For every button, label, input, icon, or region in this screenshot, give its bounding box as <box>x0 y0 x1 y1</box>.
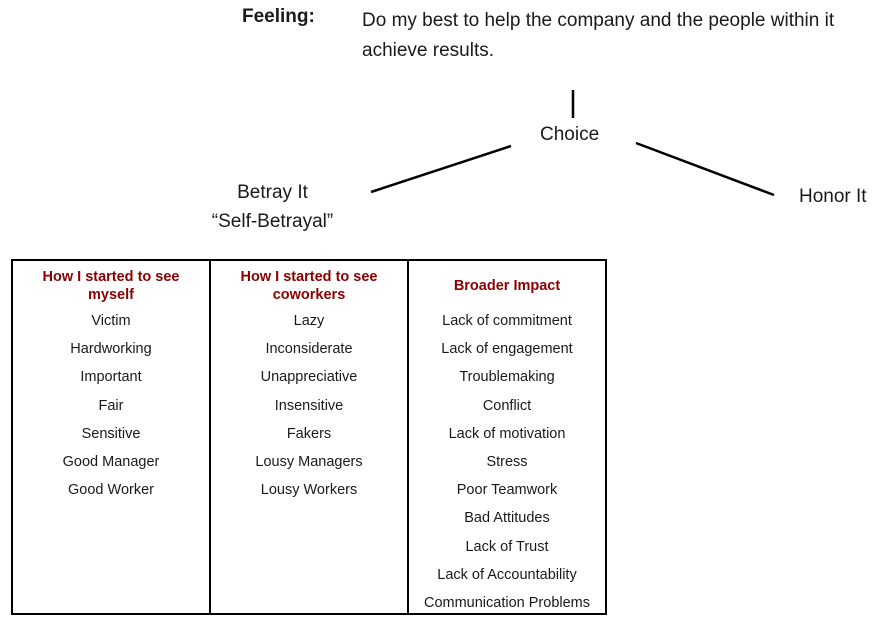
list-item: Lack of commitment <box>442 313 572 329</box>
list-item: Poor Teamwork <box>456 482 558 499</box>
column-header: How I started to see coworkers <box>240 269 378 303</box>
list-item: Unappreciative <box>260 369 358 386</box>
list-item: Important <box>80 369 142 386</box>
list-item: Lazy <box>293 313 325 329</box>
list-item: Lack of Trust <box>465 538 549 555</box>
column-header: How I started to see myself <box>42 269 180 303</box>
list-item: Troublemaking <box>459 369 555 386</box>
list-item: Conflict <box>482 397 532 414</box>
feeling-text: Do my best to help the company and the p… <box>362 10 835 61</box>
list-item: Bad Attitudes <box>464 510 550 527</box>
list-item: Hardworking <box>70 341 152 358</box>
list-item: Victim <box>91 313 131 329</box>
column-header: Broader Impact <box>453 278 561 294</box>
betray-title: Betray It <box>237 182 308 203</box>
list-item: Stress <box>486 453 528 470</box>
list-item: Fakers <box>286 425 332 442</box>
feeling-label: Feeling: <box>242 6 315 27</box>
list-item: Good Worker <box>68 482 154 499</box>
betray-node: Betray It “Self-Betrayal” <box>205 178 340 236</box>
betray-subtitle: “Self-Betrayal” <box>211 211 334 232</box>
list-item: Sensitive <box>81 425 141 442</box>
list-item: Lack of Accountability <box>437 566 577 583</box>
choice-node: Choice <box>540 124 600 145</box>
list-item: Communication Problems <box>423 594 590 611</box>
list-item: Lousy Workers <box>260 482 358 499</box>
honor-node: Honor It <box>799 186 867 207</box>
list-item: Good Manager <box>62 453 160 470</box>
list-item: Fair <box>98 397 124 414</box>
honor-connector <box>635 141 775 197</box>
list-item: Lack of engagement <box>441 341 573 358</box>
list-item: Inconsiderate <box>265 341 353 358</box>
list-item: Lack of motivation <box>448 425 566 442</box>
list-item: Lousy Managers <box>255 453 363 470</box>
list-item: Insensitive <box>274 397 344 414</box>
betray-connector <box>370 144 512 194</box>
